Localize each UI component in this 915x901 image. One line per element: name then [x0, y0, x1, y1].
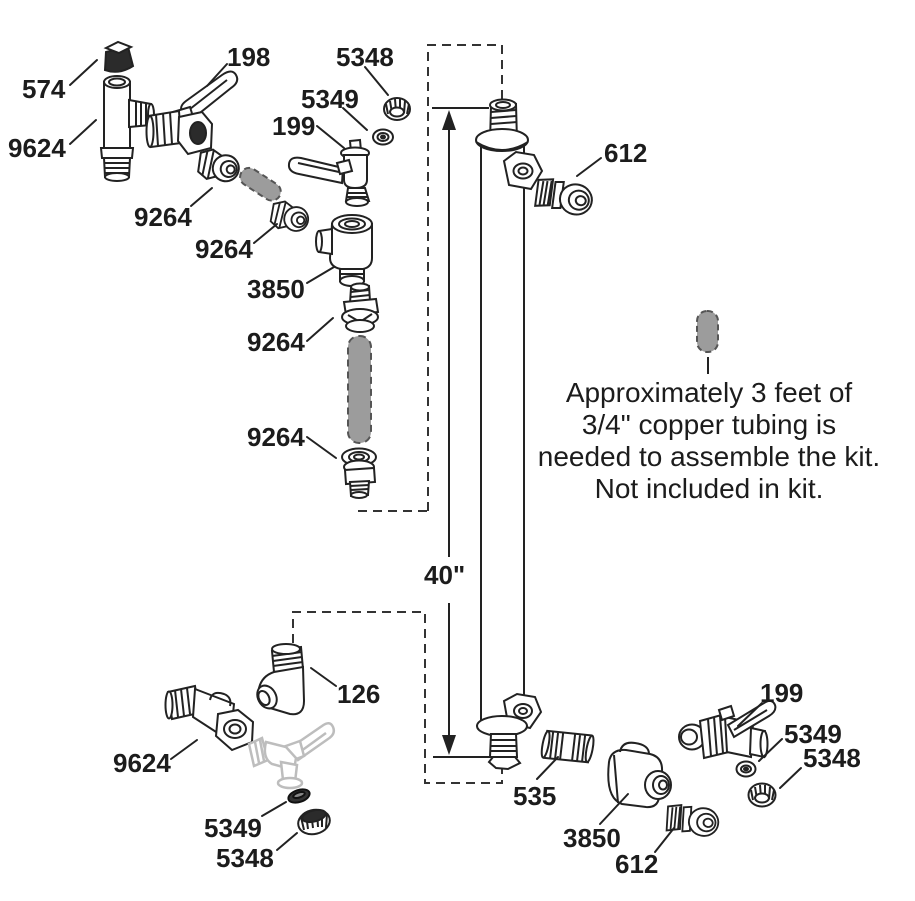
ball-valve-199-bottom	[678, 699, 777, 760]
label-9624-top: 9624	[8, 133, 66, 163]
label-198: 198	[227, 42, 271, 72]
ball-valve-199-top	[287, 138, 371, 207]
washer-5349-bottom-left	[287, 788, 311, 804]
note-line-1: Approximately 3 feet of	[565, 377, 853, 408]
label-574: 574	[22, 74, 66, 104]
label-5348-top: 5348	[336, 42, 394, 72]
leader-lines	[69, 59, 802, 853]
label-535: 535	[513, 781, 557, 811]
ball-valve-198	[145, 70, 239, 156]
ghost-faucet	[247, 722, 336, 790]
coupling-9264-1	[197, 148, 240, 183]
dashed-assembly-outline	[292, 44, 503, 784]
label-9264-1: 9264	[134, 202, 192, 232]
label-126: 126	[337, 679, 381, 709]
copper-segment-note	[696, 310, 719, 374]
label-5349-bottom-left: 5349	[204, 813, 262, 843]
copper-segment-vertical-chain	[347, 335, 372, 444]
label-199-top: 199	[272, 111, 316, 141]
label-9264-4: 9264	[247, 422, 305, 452]
label-199-bottom: 199	[760, 678, 804, 708]
elbow-126	[256, 643, 306, 716]
tee-9624-top	[99, 75, 155, 182]
note-line-4: Not included in kit.	[594, 473, 824, 504]
coupling-9264-2	[269, 200, 310, 232]
tee-3850-top	[315, 214, 373, 287]
nut-5348-bottom-left	[297, 808, 331, 836]
nipple-535	[540, 729, 595, 764]
cap-574	[103, 40, 135, 73]
tee-9624-bottom	[164, 684, 255, 752]
label-5349-bottom-right: 5349	[784, 719, 842, 749]
dimension-40in	[432, 107, 489, 758]
label-9264-3: 9264	[247, 327, 305, 357]
tee-3850-bottom	[607, 741, 672, 809]
copper-tubing-note: Approximately 3 feet of 3/4" copper tubi…	[528, 377, 890, 505]
label-5348-bottom-left: 5348	[216, 843, 274, 873]
copper-segment-top-chain	[239, 166, 282, 202]
label-612-bottom: 612	[615, 849, 659, 879]
nut-5348-bottom-right	[747, 782, 777, 808]
note-line-3: needed to assemble the kit.	[537, 441, 881, 472]
label-9264-2: 9264	[195, 234, 253, 264]
fitting-612-bottom	[665, 804, 720, 837]
label-tube-length: 40"	[424, 560, 466, 590]
label-5349-top: 5349	[301, 84, 359, 114]
nut-5348-top	[383, 97, 411, 121]
label-3850-bottom: 3850	[563, 823, 621, 853]
coupling-9264-3	[341, 282, 380, 333]
washer-5349-bottom-right	[735, 760, 757, 778]
label-9624-bottom: 9624	[113, 748, 171, 778]
main-tube	[475, 98, 544, 771]
note-line-2: 3/4" copper tubing is	[581, 409, 837, 440]
label-5348-bottom-right: 5348	[803, 743, 861, 773]
label-612-top: 612	[604, 138, 648, 168]
coupling-9264-4	[341, 447, 377, 499]
label-3850-top: 3850	[247, 274, 305, 304]
washer-5349-top	[372, 128, 394, 146]
fitting-612-top	[534, 178, 593, 216]
